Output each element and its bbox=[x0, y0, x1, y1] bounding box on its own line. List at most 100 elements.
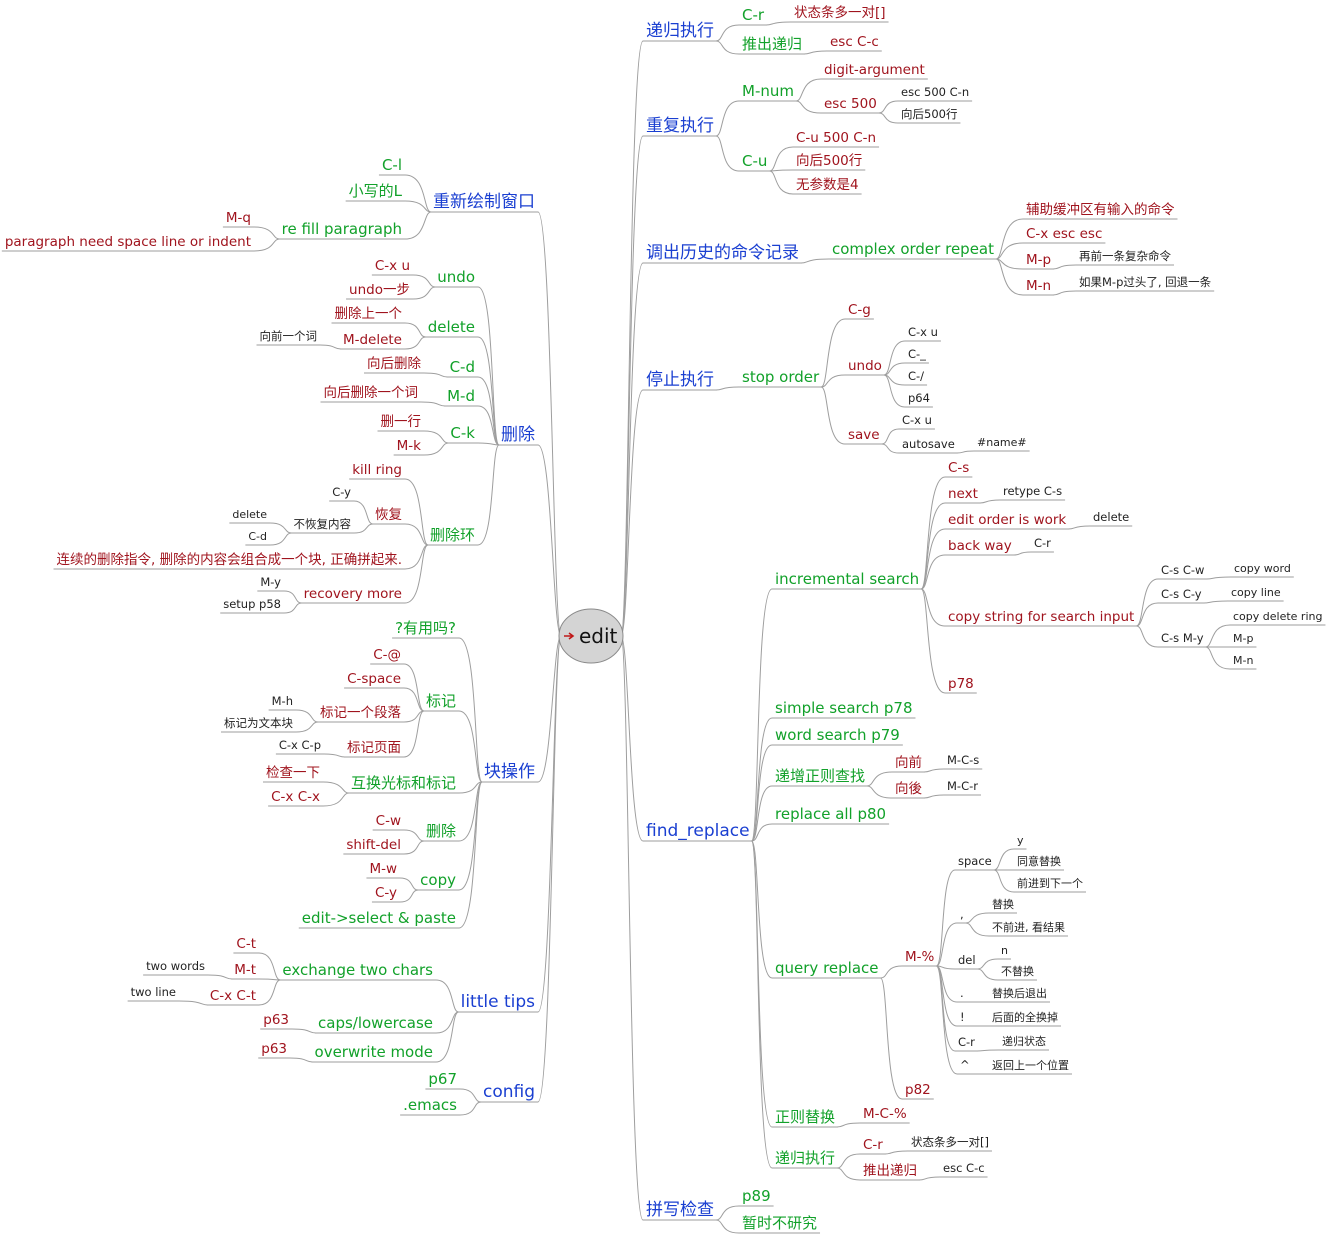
node-node-l1-5-1-1[interactable]: 不恢复内容 bbox=[294, 517, 352, 531]
node-delete-l1-5-1-1-0[interactable]: delete bbox=[232, 508, 267, 521]
node-c-s-c-w-r4-0-4-0[interactable]: C-s C-w bbox=[1161, 563, 1204, 577]
node-m-p-r4-0-4-2-1[interactable]: M-p bbox=[1233, 632, 1253, 645]
node-c-x-c-t-l3-0-2[interactable]: C-x C-t bbox=[210, 988, 256, 1004]
node-node-r4-5-0-0-2[interactable]: 前进到下一个 bbox=[1017, 876, 1083, 890]
node-m-k-l1-4-1[interactable]: M-k bbox=[397, 438, 422, 454]
node-replace-all-p80-r4-4[interactable]: replace all p80 bbox=[775, 805, 886, 823]
node-node-r2-0-0[interactable]: 辅助缓冲区有输入的命令 bbox=[1026, 201, 1175, 218]
node-incremental-search-r4-0[interactable]: incremental search bbox=[775, 570, 919, 588]
node-find-replace-r4[interactable]: find_replace bbox=[646, 821, 750, 841]
node-node-r4-5-0-4[interactable]: ! bbox=[960, 1010, 965, 1024]
node-delete-r4-0-2-0[interactable]: delete bbox=[1093, 510, 1129, 524]
node-l-l0-1[interactable]: 小写的L bbox=[349, 182, 403, 200]
node-p89-r5-0[interactable]: p89 bbox=[742, 1187, 771, 1205]
node-n-r4-5-0-2-0[interactable]: n bbox=[1001, 944, 1008, 957]
node-node-r4-3[interactable]: 递增正则查找 bbox=[775, 767, 865, 785]
node-m-c-r-r4-3-1-0[interactable]: M-C-r bbox=[947, 779, 978, 793]
node-autosave-r3-0-2-1[interactable]: autosave bbox=[902, 437, 955, 451]
node-4-r1-1-2[interactable]: 无参数是4 bbox=[796, 176, 859, 193]
node-node-r4-5-0-0-1[interactable]: 同意替换 bbox=[1017, 854, 1061, 868]
node-y-r4-5-0-0-0[interactable]: y bbox=[1017, 834, 1024, 847]
node-c-r-r4-5-0-5[interactable]: C-r bbox=[958, 1035, 975, 1049]
node-emacs-l4-1[interactable]: .emacs bbox=[403, 1096, 457, 1114]
node-c-d-l1-5-1-1-1[interactable]: C-d bbox=[248, 530, 267, 543]
node-node-l1-1-0[interactable]: 删除上一个 bbox=[335, 306, 403, 322]
node-m-num-r1-0[interactable]: M-num bbox=[742, 82, 794, 100]
root-node[interactable]: edit bbox=[558, 608, 624, 664]
node-c-k-l1-4[interactable]: C-k bbox=[450, 424, 475, 442]
node-node-l1-5-2[interactable]: 连续的删除指令, 删除的内容会组合成一个块, 正确拼起来. bbox=[57, 551, 402, 568]
node-node-r4-7[interactable]: 递归执行 bbox=[775, 1149, 835, 1167]
node-c-l-l0-0[interactable]: C-l bbox=[382, 156, 402, 174]
node-c-t-l3-0-0[interactable]: C-t bbox=[236, 936, 256, 952]
node-node-r4-6[interactable]: 正则替换 bbox=[775, 1108, 835, 1126]
node-save-r3-0-2[interactable]: save bbox=[848, 427, 880, 443]
node-p63-l3-1-0[interactable]: p63 bbox=[263, 1012, 289, 1028]
node-node-r4-3-1[interactable]: 向後 bbox=[895, 781, 923, 797]
node-del-r4-5-0-2[interactable]: del bbox=[958, 953, 976, 967]
node-node-l2-3[interactable]: 删除 bbox=[426, 822, 456, 840]
node-c-s-m-y-r4-0-4-2[interactable]: C-s M-y bbox=[1161, 631, 1204, 645]
node-re-fill-paragraph-l0-2[interactable]: re fill paragraph bbox=[282, 220, 402, 238]
node-two-words-l3-0-1-0[interactable]: two words bbox=[146, 959, 205, 973]
node-node-r4-7-0-0[interactable]: 状态条多一对[] bbox=[911, 1135, 989, 1149]
node-node-l1-4-0[interactable]: 删一行 bbox=[381, 414, 422, 430]
node-space-r4-5-0-0[interactable]: space bbox=[958, 854, 992, 868]
node-m-n-r2-0-3[interactable]: M-n bbox=[1026, 278, 1051, 294]
node-node-l2-1-3[interactable]: 标记页面 bbox=[347, 740, 401, 756]
node-copy-l2-4[interactable]: copy bbox=[420, 871, 456, 889]
node-caps-lowercase-l3-1[interactable]: caps/lowercase bbox=[318, 1014, 433, 1032]
node-c-s-c-y-r4-0-4-1[interactable]: C-s C-y bbox=[1161, 587, 1202, 601]
node-node-r4-5-0-6[interactable]: ^ bbox=[960, 1058, 970, 1072]
node-m-y-l1-5-3-0[interactable]: M-y bbox=[260, 575, 281, 589]
node-setup-p58-l1-5-3-1[interactable]: setup p58 bbox=[223, 597, 281, 611]
node-p64-r3-0-1-3[interactable]: p64 bbox=[908, 391, 930, 405]
node-m-c-s-r4-3-0-0[interactable]: M-C-s bbox=[947, 753, 979, 767]
node-node-r4-3-0[interactable]: 向前 bbox=[895, 754, 922, 771]
node-node-l2-1-2-1[interactable]: 标记为文本块 bbox=[224, 716, 293, 730]
node-c-l2-1-0[interactable]: C-@ bbox=[373, 647, 401, 663]
node-m-n-r4-0-4-2-2[interactable]: M-n bbox=[1233, 654, 1253, 667]
node-edit-order-is-work-r4-0-2[interactable]: edit order is work bbox=[948, 512, 1066, 528]
node-m-delete-l1-1-1[interactable]: M-delete bbox=[343, 332, 402, 348]
node-c-u-500-c-n-r1-1-0[interactable]: C-u 500 C-n bbox=[796, 130, 876, 146]
node-c-y-l2-4-1[interactable]: C-y bbox=[375, 885, 397, 901]
node-name-r3-0-2-1-0[interactable]: #name# bbox=[977, 436, 1027, 449]
node-node-r2[interactable]: 调出历史的命令记录 bbox=[646, 243, 799, 263]
node-undo-r3-0-1[interactable]: undo bbox=[848, 358, 882, 374]
node-node-r4-5-0-3[interactable]: . bbox=[960, 986, 964, 1000]
root-label[interactable]: edit bbox=[579, 624, 618, 648]
node-node-l1-3-0[interactable]: 向后删除一个词 bbox=[324, 385, 419, 401]
node-stop-order-r3-0[interactable]: stop order bbox=[742, 368, 820, 386]
node-c-x-c-x-l2-2-1[interactable]: C-x C-x bbox=[271, 789, 320, 805]
node-c-r3-0-1-2[interactable]: C-/ bbox=[908, 369, 924, 383]
node-node-r0[interactable]: 递归执行 bbox=[646, 21, 714, 41]
node-next-r4-0-1[interactable]: next bbox=[948, 486, 978, 502]
node-p67-l4-0[interactable]: p67 bbox=[428, 1070, 457, 1088]
node-node-r4-5-0-4-0[interactable]: 后面的全换掉 bbox=[992, 1010, 1058, 1024]
node-esc-500-r1-0-1[interactable]: esc 500 bbox=[824, 96, 877, 112]
node-overwrite-mode-l3-2[interactable]: overwrite mode bbox=[315, 1043, 433, 1061]
node-m-r4-5-0[interactable]: M-% bbox=[905, 949, 935, 965]
node-m-t-l3-0-1[interactable]: M-t bbox=[234, 962, 256, 978]
node-node-r0-1[interactable]: 推出递归 bbox=[742, 35, 802, 53]
node-node-r5-1[interactable]: 暂时不研究 bbox=[742, 1214, 817, 1232]
node-node-r4-7-1[interactable]: 推出递归 bbox=[863, 1162, 917, 1179]
node-word-search-p79-r4-2[interactable]: word search p79 bbox=[775, 726, 900, 744]
node-c-s-r4-0-0[interactable]: C-s bbox=[948, 460, 969, 476]
node-node-r0-0-0[interactable]: 状态条多一对[] bbox=[794, 4, 886, 21]
root-ellipse[interactable] bbox=[558, 608, 624, 664]
node-paragraph-need-space-line-or-indent-l0-2-1[interactable]: paragraph need space line or indent bbox=[5, 234, 251, 250]
node-little-tips-l3[interactable]: little tips bbox=[461, 992, 536, 1012]
node-node-r2-0-2-0[interactable]: 再前一条复杂命令 bbox=[1079, 249, 1171, 263]
node-c-r3-0-1-1[interactable]: C-_ bbox=[908, 347, 926, 361]
node-node-l1-2-0[interactable]: 向后删除 bbox=[367, 356, 421, 372]
node-two-line-l3-0-2-0[interactable]: two line bbox=[131, 985, 176, 999]
node-c-r-r4-0-3-0[interactable]: C-r bbox=[1034, 536, 1051, 550]
node-node-r1[interactable]: 重复执行 bbox=[646, 116, 714, 136]
node-c-w-l2-3-0[interactable]: C-w bbox=[376, 813, 401, 829]
node-node-l1-5[interactable]: 删除环 bbox=[430, 526, 475, 544]
node-complex-order-repeat-r2-0[interactable]: complex order repeat bbox=[832, 240, 994, 258]
node-c-r-r0-0[interactable]: C-r bbox=[742, 6, 765, 24]
node-esc-500-c-n-r1-0-1-0[interactable]: esc 500 C-n bbox=[901, 85, 969, 99]
